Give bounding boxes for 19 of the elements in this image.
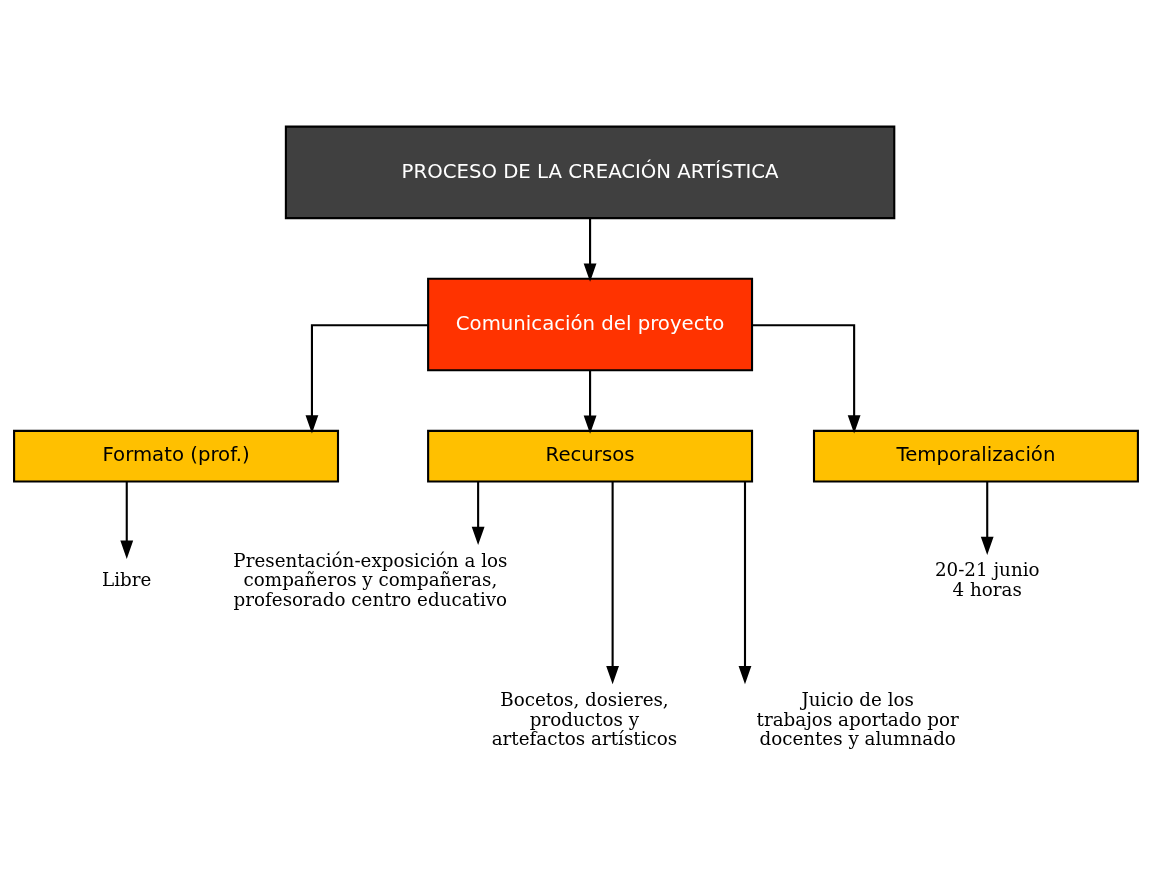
node-box: Temporalización [812, 429, 1139, 483]
arrow [120, 481, 134, 559]
arrow [606, 481, 620, 685]
arrow [471, 481, 485, 546]
node-box: Formato (prof.) [13, 429, 340, 483]
node-box: Recursos [427, 429, 754, 483]
arrow [980, 481, 994, 555]
arrow [305, 324, 428, 434]
arrow [752, 324, 861, 434]
arrow [583, 218, 597, 282]
node-text: Bocetos, dosieres, productos y artefactos artísticos [491, 689, 678, 750]
node-box: Comunicación del proyecto [427, 277, 754, 372]
node-text: Juicio de los trabajos aportado por docentes y alumnado [756, 689, 959, 750]
node-text: Presentación-exposición a los compañeros y compañeras, profesorado centro educativo [233, 549, 508, 611]
node-text: Libre [102, 569, 152, 591]
node-text: 20-21 junio 4 horas [934, 559, 1040, 601]
node-box: PROCESO DE LA CREACIÓN ARTÍSTICA [284, 125, 896, 220]
arrow [583, 370, 597, 434]
arrow [738, 481, 752, 685]
